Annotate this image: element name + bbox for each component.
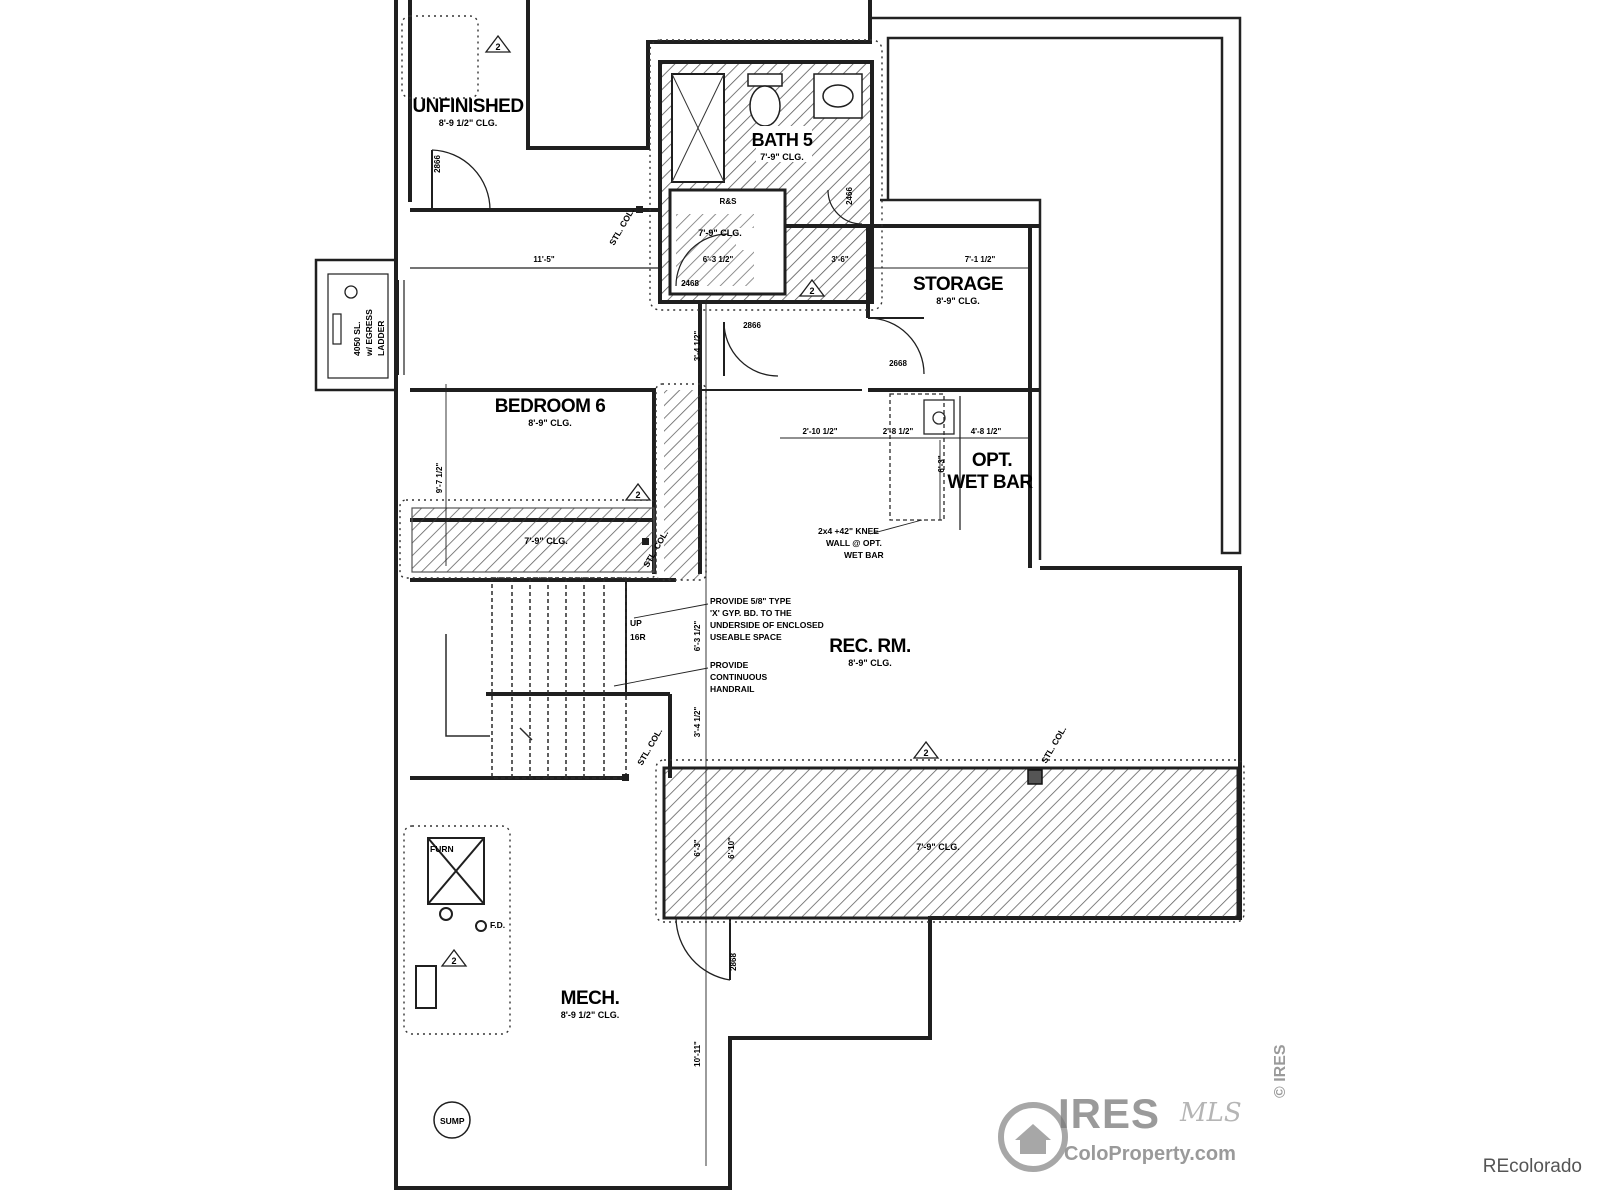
rec-clg: 8'-9" CLG. — [848, 658, 891, 668]
svg-text:2: 2 — [809, 286, 814, 296]
svg-text:CONTINUOUS: CONTINUOUS — [710, 672, 767, 682]
rec-soffit-clg: 7'-9" CLG. — [916, 842, 959, 852]
svg-text:SUMP: SUMP — [440, 1116, 465, 1126]
exterior-walls — [394, 0, 1242, 1190]
rec-label: REC. RM. — [829, 636, 911, 657]
svg-text:USEABLE SPACE: USEABLE SPACE — [710, 632, 782, 642]
svg-text:STL. COL.: STL. COL. — [635, 726, 664, 767]
wetbar-label-2: WET BAR — [947, 472, 1033, 493]
svg-text:2668: 2668 — [889, 359, 907, 368]
svg-text:FURN: FURN — [430, 844, 454, 854]
bedroom-clg: 8'-9" CLG. — [528, 418, 571, 428]
svg-text:3'-4 1/2": 3'-4 1/2" — [693, 706, 702, 737]
unfinished-label: UNFINISHED — [412, 96, 523, 117]
steel-columns — [622, 206, 1043, 785]
credit-label: REcolorado — [1482, 1156, 1582, 1177]
svg-text:7'-1 1/2": 7'-1 1/2" — [965, 255, 996, 264]
watermark-name: IRES — [1058, 1090, 1161, 1137]
dimension-labels: 11'-5" 7'-1 1/2" 3'-6" 2'-10 1/2" 2'-8 1… — [433, 155, 1002, 1067]
svg-text:2'-8 1/2": 2'-8 1/2" — [883, 427, 914, 436]
svg-text:STL. COL.: STL. COL. — [607, 206, 636, 247]
revision-markers — [344, 34, 940, 967]
bath-clg: 7'-9" CLG. — [760, 152, 803, 162]
watermark-side: © IRES — [1272, 1044, 1289, 1098]
mech-equipment — [415, 837, 487, 1139]
right-outline — [868, 16, 1242, 560]
dimension-lines — [410, 267, 1030, 1166]
svg-text:LADDER: LADDER — [376, 321, 386, 356]
bedroom-soffit-clg: 7'-9" CLG. — [524, 536, 567, 546]
mech-label: MECH. — [561, 988, 620, 1009]
svg-text:2866: 2866 — [743, 321, 761, 330]
svg-text:PROVIDE 5/8" TYPE: PROVIDE 5/8" TYPE — [710, 596, 791, 606]
svg-text:10'-11": 10'-11" — [693, 1041, 702, 1067]
wetbar-label-1: OPT. — [972, 450, 1012, 471]
bedroom-label: BEDROOM 6 — [495, 396, 606, 417]
svg-text:2468: 2468 — [681, 279, 699, 288]
svg-text:6'-3 1/2": 6'-3 1/2" — [703, 255, 734, 264]
svg-text:2: 2 — [451, 956, 456, 966]
wet-bar — [889, 393, 961, 530]
svg-text:6'-3": 6'-3" — [937, 455, 946, 472]
mech-clg: 8'-9 1/2" CLG. — [561, 1010, 619, 1020]
svg-text:16R: 16R — [630, 632, 646, 642]
svg-text:2'-10 1/2": 2'-10 1/2" — [802, 427, 837, 436]
leader-lines — [613, 519, 923, 687]
svg-text:2x4 +42" KNEE: 2x4 +42" KNEE — [818, 526, 879, 536]
svg-text:PROVIDE: PROVIDE — [710, 660, 749, 670]
svg-text:WET BAR: WET BAR — [844, 550, 884, 560]
bath-block — [658, 60, 874, 304]
watermark-site: ColoProperty.com — [1064, 1143, 1236, 1165]
svg-text:3'-4 1/2": 3'-4 1/2" — [693, 330, 702, 361]
bath-label: BATH 5 — [752, 130, 813, 150]
watermark-mls: MLS — [1180, 1098, 1242, 1128]
egress-window-well — [314, 258, 405, 392]
stair — [445, 577, 627, 779]
svg-text:UP: UP — [630, 618, 642, 628]
plan-notes: STL. COL. STL. COL. STL. COL. STL. COL. … — [352, 206, 1068, 1126]
room-labels: UNFINISHED 8'-9 1/2" CLG. BATH 5 7'-9" C… — [412, 96, 1033, 1020]
unfinished-clg: 8'-9 1/2" CLG. — [439, 118, 497, 128]
svg-text:HANDRAIL: HANDRAIL — [710, 684, 754, 694]
ires-logo-icon — [998, 1102, 1068, 1172]
svg-text:R&S: R&S — [720, 197, 738, 206]
storage-clg: 8'-9" CLG. — [936, 296, 979, 306]
svg-text:2: 2 — [635, 490, 640, 500]
door-swings — [431, 149, 925, 981]
svg-text:WALL @ OPT.: WALL @ OPT. — [826, 538, 882, 548]
svg-text:3'-6": 3'-6" — [831, 255, 848, 264]
soffit-hatching — [411, 390, 1240, 920]
svg-text:'X' GYP. BD. TO THE: 'X' GYP. BD. TO THE — [710, 608, 792, 618]
svg-text:6'-10": 6'-10" — [727, 837, 736, 859]
svg-text:STL. COL.: STL. COL. — [1039, 724, 1068, 765]
svg-text:4050 SL.: 4050 SL. — [352, 322, 362, 357]
svg-text:11'-5": 11'-5" — [533, 255, 554, 264]
svg-text:9'-7 1/2": 9'-7 1/2" — [435, 462, 444, 493]
svg-text:w/ EGRESS: w/ EGRESS — [364, 309, 374, 357]
storage-label: STORAGE — [913, 274, 1003, 295]
svg-text:2466: 2466 — [845, 187, 854, 205]
svg-text:F.D.: F.D. — [490, 920, 505, 930]
svg-text:2: 2 — [495, 42, 500, 52]
svg-text:UNDERSIDE OF ENCLOSED: UNDERSIDE OF ENCLOSED — [710, 620, 824, 630]
svg-text:2868: 2868 — [729, 953, 738, 971]
bath-soffit-clg: 7'-9" CLG. — [698, 228, 741, 238]
svg-text:6'-3 1/2": 6'-3 1/2" — [693, 620, 702, 651]
svg-text:6'-3": 6'-3" — [693, 839, 702, 856]
svg-text:4'-8 1/2": 4'-8 1/2" — [971, 427, 1002, 436]
svg-text:2866: 2866 — [433, 155, 442, 173]
revision-marker-numbers: 2 2 2 2 2 — [451, 42, 928, 966]
svg-text:2: 2 — [923, 748, 928, 758]
